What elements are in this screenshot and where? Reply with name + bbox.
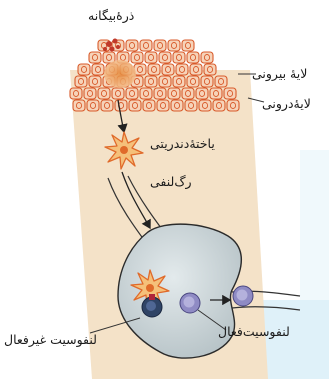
epithelial-cell xyxy=(199,100,211,111)
epithelial-cell xyxy=(173,76,185,87)
infected-region xyxy=(104,60,136,88)
epithelial-cell xyxy=(176,64,188,75)
epithelial-cell xyxy=(70,88,82,99)
epithelial-cell xyxy=(224,88,236,99)
outer-layer-label: لایۀ بیرونی xyxy=(252,68,307,81)
epithelial-cell xyxy=(201,76,213,87)
epithelial-cell xyxy=(213,100,225,111)
epithelial-cell xyxy=(75,76,87,87)
epithelial-cell xyxy=(182,40,194,51)
epithelial-cell xyxy=(187,52,199,63)
epithelial-cell xyxy=(227,100,239,111)
epithelial-cell xyxy=(87,100,99,111)
epithelial-cell xyxy=(162,64,174,75)
dendritic-cell-label: یاختۀدندریتی xyxy=(150,138,215,151)
side-strip xyxy=(262,150,329,379)
epithelial-cell xyxy=(98,88,110,99)
epithelial-cell xyxy=(92,64,104,75)
lymph-vessel-label: رگ‌لنفی xyxy=(150,176,192,189)
inactive-lymphocyte-label: لنفوسیت غیرفعال xyxy=(4,334,97,347)
epithelial-cell xyxy=(143,100,155,111)
epithelial-cell xyxy=(129,100,141,111)
epithelial-cell xyxy=(84,88,96,99)
epithelial-cell xyxy=(182,88,194,99)
outer-cell-layer xyxy=(70,40,239,111)
epithelial-cell xyxy=(126,88,138,99)
epithelial-cell xyxy=(210,88,222,99)
epithelial-cell xyxy=(112,88,124,99)
epithelial-cell xyxy=(204,64,216,75)
epithelial-cell xyxy=(168,88,180,99)
epithelial-cell xyxy=(187,76,199,87)
epithelial-cell xyxy=(157,100,169,111)
epithelial-cell xyxy=(185,100,197,111)
epithelial-cell xyxy=(171,100,183,111)
epithelial-cell xyxy=(140,40,152,51)
foreign-particle-label: ذرۀبیگانه xyxy=(88,10,134,23)
active-lymphocyte-label: لنفوسیت‌فعال xyxy=(218,326,290,339)
epithelial-cell xyxy=(89,52,101,63)
epithelial-cell xyxy=(115,100,127,111)
epithelial-cell xyxy=(78,64,90,75)
epithelial-cell xyxy=(101,100,113,111)
epithelial-cell xyxy=(190,64,202,75)
epithelial-cell xyxy=(148,64,160,75)
epithelial-cell xyxy=(73,100,85,111)
epithelial-cell xyxy=(215,76,227,87)
epithelial-cell xyxy=(145,52,157,63)
epithelial-cell xyxy=(131,52,143,63)
epithelial-cell xyxy=(196,88,208,99)
epithelial-cell xyxy=(126,40,138,51)
epithelial-cell xyxy=(145,76,157,87)
inner-layer-label: لایۀدرونی xyxy=(262,98,311,111)
epithelial-cell xyxy=(159,76,171,87)
epithelial-cell xyxy=(154,40,166,51)
epithelial-cell xyxy=(140,88,152,99)
epithelial-cell xyxy=(173,52,185,63)
epithelial-cell xyxy=(159,52,171,63)
epithelial-cell xyxy=(168,40,180,51)
epithelial-cell xyxy=(154,88,166,99)
active-lymphocyte-exiting xyxy=(233,286,253,306)
epithelial-cell xyxy=(201,52,213,63)
epithelial-cell xyxy=(89,76,101,87)
active-lymphocyte-in-node xyxy=(180,293,200,313)
